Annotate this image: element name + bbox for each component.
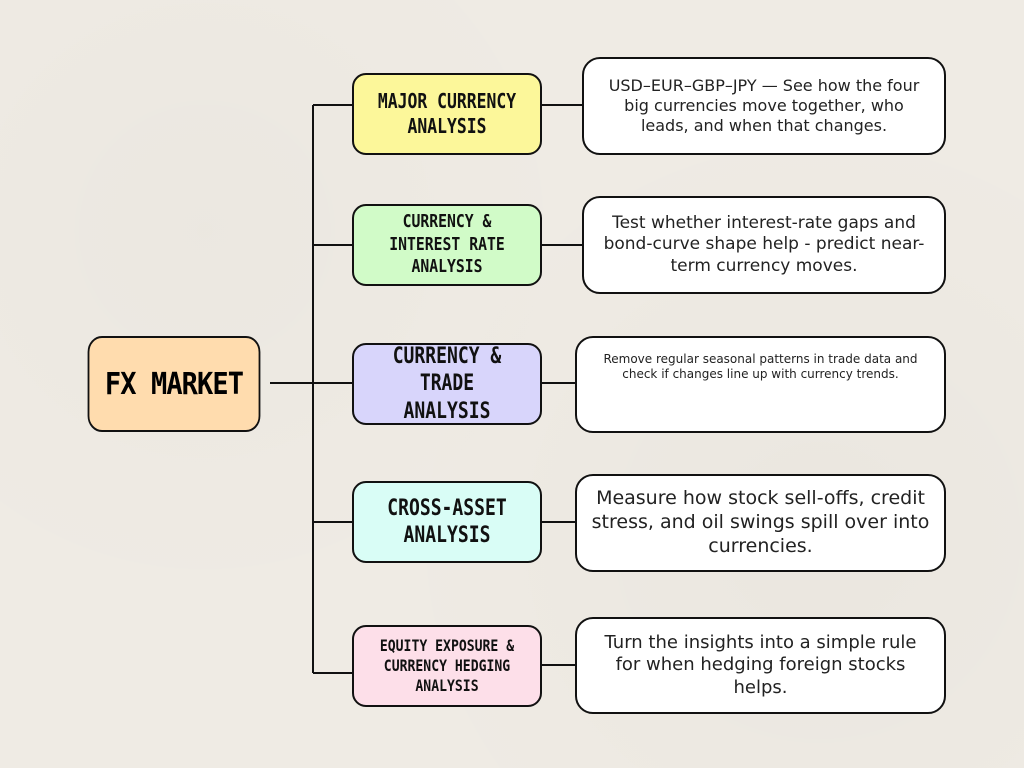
category-node-trade: CURRENCY & TRADE ANALYSIS (352, 343, 542, 425)
description-text: USD–EUR–GBP–JPY — See how the four big c… (608, 76, 920, 135)
category-label: MAJOR CURRENCY ANALYSIS (377, 89, 517, 138)
description-node-cross-asset: Measure how stock sell-offs, credit stre… (575, 474, 946, 572)
category-label: CURRENCY & INTEREST RATE ANALYSIS (389, 211, 505, 278)
category-node-interest-rate: CURRENCY & INTEREST RATE ANALYSIS (352, 204, 542, 286)
root-label: FX MARKET (104, 366, 244, 402)
category-node-equity-hedging: EQUITY EXPOSURE & CURRENCY HEDGING ANALY… (352, 625, 542, 707)
category-node-major-currency: MAJOR CURRENCY ANALYSIS (352, 73, 542, 155)
description-node-major-currency: USD–EUR–GBP–JPY — See how the four big c… (582, 57, 946, 155)
description-text: Turn the insights into a simple rule for… (604, 631, 917, 698)
description-node-interest-rate: Test whether interest-rate gaps and bond… (582, 196, 946, 294)
category-label: CROSS-ASSET ANALYSIS (387, 495, 507, 549)
description-node-trade: Remove regular seasonal patterns in trad… (575, 336, 946, 433)
category-label: EQUITY EXPOSURE & CURRENCY HEDGING ANALY… (379, 636, 515, 695)
category-node-cross-asset: CROSS-ASSET ANALYSIS (352, 481, 542, 563)
description-text: Test whether interest-rate gaps and bond… (603, 213, 925, 276)
root-node: FX MARKET (87, 336, 261, 432)
description-text: Measure how stock sell-offs, credit stre… (591, 487, 930, 557)
description-node-equity-hedging: Turn the insights into a simple rule for… (575, 617, 946, 714)
description-text: Remove regular seasonal patterns in trad… (603, 352, 918, 381)
category-label: CURRENCY & TRADE ANALYSIS (392, 343, 502, 424)
